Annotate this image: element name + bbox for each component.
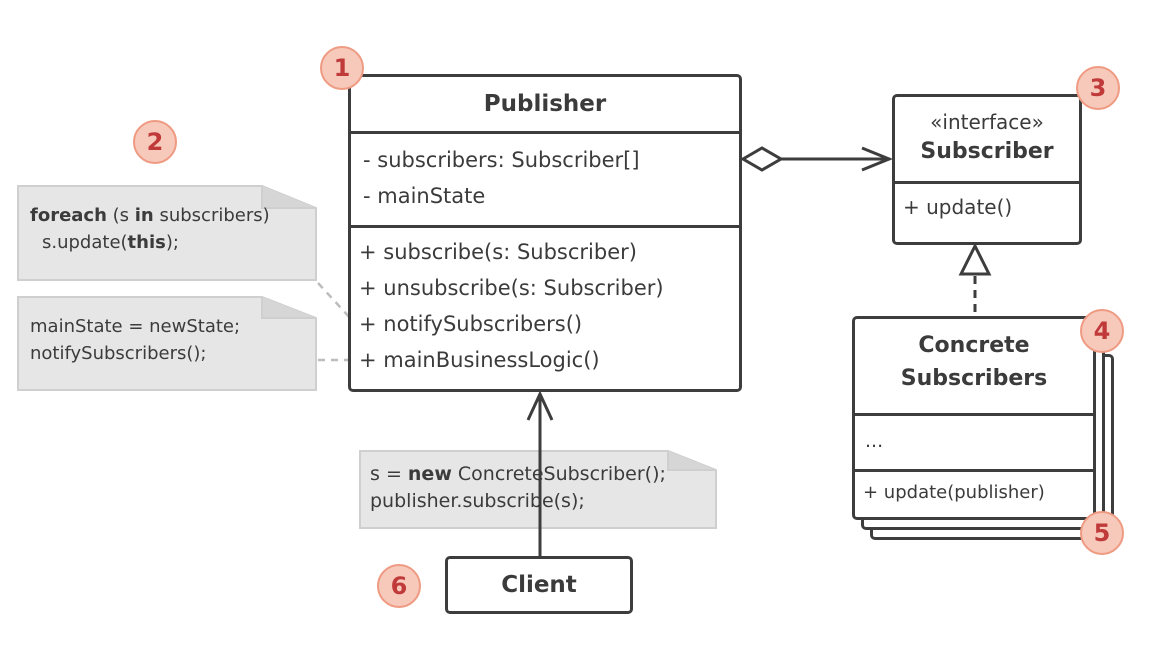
aggregation-diamond	[740, 146, 784, 172]
note-client-shape	[359, 450, 717, 529]
subscriber-stereotype: «interface»	[930, 110, 1044, 134]
badge-2: 2	[133, 120, 177, 164]
concrete-method: + update(publisher)	[863, 482, 1045, 503]
note-client: s = new ConcreteSubscriber(); publisher.…	[370, 461, 666, 515]
client-class-name: Client	[501, 572, 577, 598]
keyword-in: in	[134, 205, 154, 226]
note-text: s =	[370, 463, 408, 485]
publisher-class[interactable]: Publisher - subscribers: Subscriber[] - …	[348, 74, 742, 392]
badge-4: 4	[1080, 309, 1124, 353]
publisher-field: - subscribers: Subscriber[]	[363, 148, 640, 172]
note-text: ConcreteSubscriber();	[451, 463, 666, 485]
note-text: s.update(	[42, 232, 128, 253]
note-client-fold	[667, 451, 716, 471]
concrete-class-name: Concrete Subscribers	[855, 319, 1093, 413]
aggregation-arrowhead	[861, 146, 893, 172]
concrete-fields: ...	[855, 413, 1093, 469]
note-line: publisher.subscribe(s);	[370, 490, 585, 512]
keyword-this: this	[127, 232, 166, 253]
note-state-shape	[17, 296, 317, 391]
publisher-method: + notifySubscribers()	[359, 312, 583, 336]
note-line: mainState = newState;	[30, 316, 241, 337]
subscriber-methods: + update()	[895, 181, 1079, 220]
note-text: subscribers)	[153, 205, 270, 226]
publisher-method: + subscribe(s: Subscriber)	[359, 240, 637, 264]
publisher-field: - mainState	[363, 184, 486, 208]
badge-3: 3	[1076, 66, 1120, 110]
subscriber-class-name: Subscriber	[920, 139, 1054, 164]
keyword-new: new	[407, 463, 452, 485]
publisher-fields: - subscribers: Subscriber[] - mainState	[351, 131, 739, 225]
subscriber-method: + update()	[903, 195, 1013, 219]
badge-6: 6	[377, 564, 421, 608]
note-foreach-connector	[317, 282, 353, 321]
concrete-name-line: Subscribers	[900, 366, 1048, 391]
note-line: notifySubscribers();	[30, 343, 207, 364]
note-state-fold	[261, 297, 316, 319]
note-foreach: foreach (s in subscribers) s.update(this…	[30, 202, 270, 256]
client-publisher-arrowhead	[526, 390, 554, 421]
publisher-class-name: Publisher	[483, 91, 607, 117]
concrete-field: ...	[865, 430, 884, 452]
concrete-subscribers-class[interactable]: Concrete Subscribers ... + update(publis…	[852, 316, 1096, 520]
note-state: mainState = newState; notifySubscribers(…	[30, 313, 240, 367]
publisher-methods: + subscribe(s: Subscriber) + unsubscribe…	[351, 225, 739, 378]
client-class[interactable]: Client	[445, 556, 633, 614]
badge-5: 5	[1080, 511, 1124, 555]
note-text: );	[165, 232, 179, 253]
note-text: (s	[106, 205, 135, 226]
publisher-method: + mainBusinessLogic()	[359, 348, 600, 372]
badge-1: 1	[320, 46, 364, 90]
keyword-foreach: foreach	[30, 205, 107, 226]
subscriber-interface[interactable]: «interface» Subscriber + update()	[892, 94, 1082, 245]
realization-triangle	[958, 242, 992, 276]
concrete-methods: + update(publisher)	[855, 469, 1093, 503]
note-foreach-shape	[17, 185, 317, 281]
concrete-name-line: Concrete	[918, 333, 1030, 358]
publisher-method: + unsubscribe(s: Subscriber)	[359, 276, 664, 300]
note-foreach-fold	[261, 186, 316, 209]
